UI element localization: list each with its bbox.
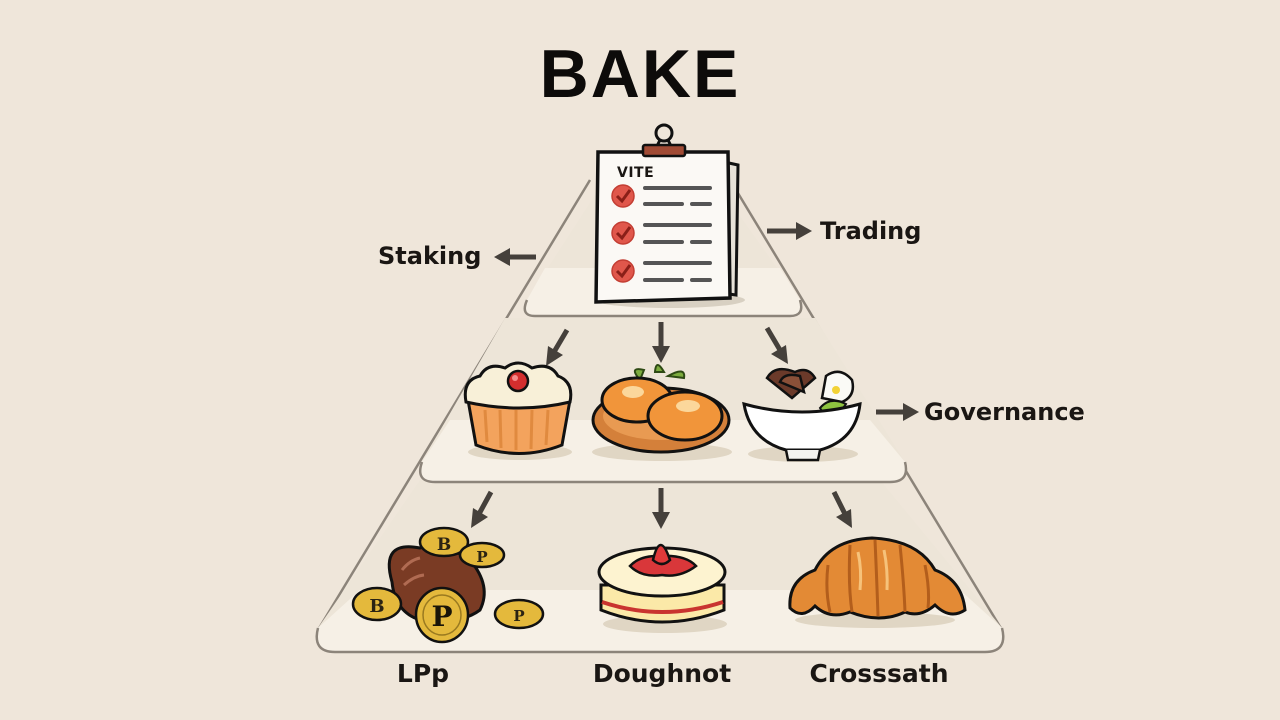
vite-clipboard <box>594 123 745 308</box>
arrow-right-icon <box>876 403 919 421</box>
cupcake-icon <box>463 361 573 460</box>
checklist-row-3 <box>611 259 712 283</box>
coin-letter: B <box>437 535 451 555</box>
binder-clip-icon <box>641 123 687 158</box>
arrow-left-icon <box>494 248 536 266</box>
arrow-down-icon <box>546 328 570 366</box>
coin-icon: P <box>458 541 506 569</box>
checklist-row-1 <box>611 184 712 208</box>
coin-icon: P <box>493 598 545 630</box>
label-staking: Staking <box>378 242 482 270</box>
coin-pot-icon: B P B P P <box>351 526 545 644</box>
coin-icon: P <box>414 586 470 644</box>
label-trading: Trading <box>820 217 922 245</box>
svg-text:B: B <box>369 596 384 617</box>
arrow-right-icon <box>767 222 812 240</box>
pastry-plate-icon <box>591 364 732 461</box>
coin-icon: B <box>351 586 403 622</box>
checklist-row-2 <box>611 221 712 245</box>
arrow-down-icon <box>652 488 670 529</box>
arrow-down-icon <box>831 490 852 528</box>
label-crosssath: Crosssath <box>809 659 949 688</box>
arrow-down-icon <box>652 322 670 363</box>
label-governance: Governance <box>924 398 1085 426</box>
svg-text:P: P <box>431 600 452 633</box>
svg-text:P: P <box>476 548 487 566</box>
arrow-down-icon <box>471 490 494 528</box>
cake-icon <box>597 543 727 633</box>
coin-icon: B <box>418 526 470 558</box>
arrow-down-icon <box>764 326 788 364</box>
page-title: BAKE <box>539 36 741 112</box>
bowl-icon <box>742 367 862 462</box>
label-doughnot: Doughnot <box>592 659 732 688</box>
croissant-icon <box>788 536 967 628</box>
clipboard-heading: VITE <box>617 165 655 181</box>
label-lpp: LPp <box>396 659 450 688</box>
svg-text:P: P <box>513 607 524 625</box>
